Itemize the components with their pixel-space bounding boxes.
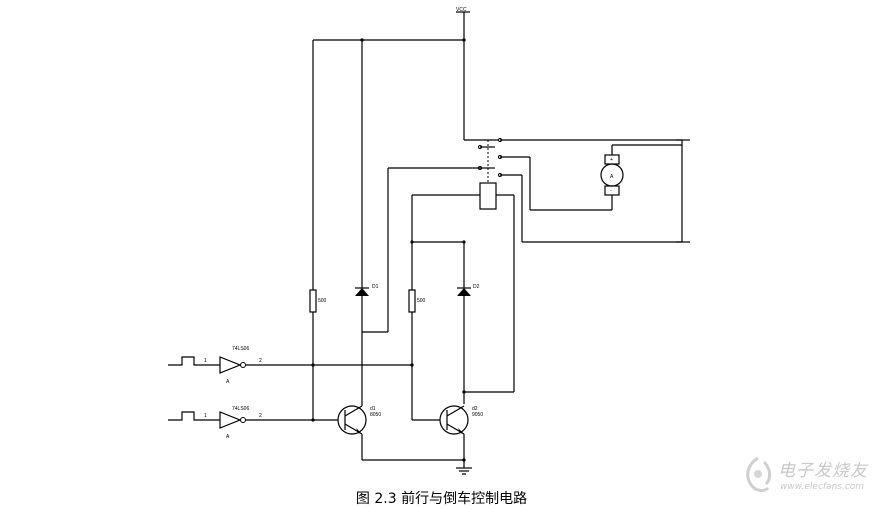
motor-label: A <box>610 174 614 180</box>
inverter-1-pin-in: 1 <box>204 358 207 364</box>
motor-minus: - <box>610 188 612 194</box>
relay-coil <box>412 182 515 393</box>
vcc-rail: VCC <box>313 7 470 42</box>
resistor-1-value: 500 <box>318 298 327 304</box>
transistor-2-name: d2 <box>472 406 478 412</box>
motor-circuit: A + - <box>521 139 690 243</box>
inverter-1-name: 74LS06 <box>232 346 249 352</box>
watermark-url: www.elecfans.com <box>780 482 865 492</box>
transistor-1-part: 8050 <box>370 412 381 418</box>
ground <box>362 458 472 475</box>
diode-1-label: D1 <box>372 284 379 290</box>
watermark: 电子发烧友 www.elecfans.com <box>738 452 878 500</box>
resistor-1: 500 <box>309 40 327 412</box>
transistor-2-part: 9050 <box>472 412 483 418</box>
resistor-2: 500 <box>408 195 426 365</box>
inverter-2-pin-in: 1 <box>204 413 207 419</box>
resistor-2-value: 500 <box>417 298 426 304</box>
diode-2: D2 <box>457 240 480 404</box>
input-2-inverter: 74LS06 1 2 A <box>168 406 338 440</box>
input-1-inverter: 74LS06 1 2 A <box>168 346 414 385</box>
relay-switch <box>463 40 682 183</box>
watermark-logo-icon <box>746 456 772 492</box>
transistor-1-name: d1 <box>370 406 376 412</box>
inverter-2-name: 74LS06 <box>232 406 249 412</box>
transistor-1: d1 8050 <box>337 332 381 460</box>
watermark-text: 电子发烧友 <box>778 461 868 481</box>
wire-d1-to-switch <box>362 167 480 333</box>
inverter-2-pin-out: 2 <box>259 413 262 419</box>
inverter-1-pin-out: 2 <box>259 358 262 364</box>
inverter-2-sub: A <box>226 434 230 440</box>
inverter-1-sub: A <box>226 379 230 385</box>
diode-2-label: D2 <box>473 284 480 290</box>
figure-caption: 图 2.3 前行与倒车控制电路 <box>355 491 528 507</box>
motor-plus: + <box>610 157 613 163</box>
vcc-label: VCC <box>456 7 467 13</box>
diode-1: D1 <box>355 40 379 332</box>
transistor-2: d2 9050 <box>411 365 483 468</box>
